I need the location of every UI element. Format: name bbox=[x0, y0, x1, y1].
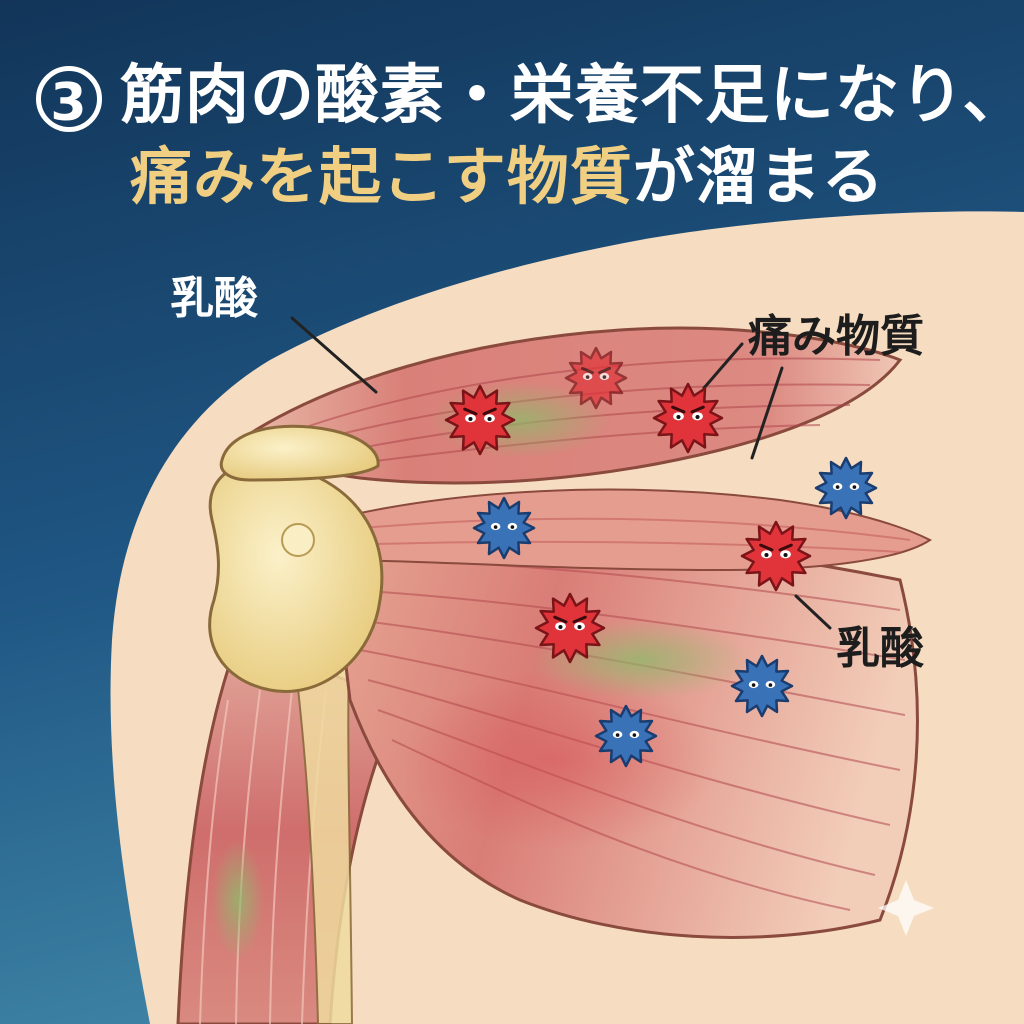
particle-angry-brow bbox=[759, 543, 774, 552]
pain-substance-particle bbox=[652, 382, 724, 454]
blue-spiky-lactic-acid-icon bbox=[814, 456, 878, 520]
leader-line-lactic-right bbox=[794, 594, 832, 630]
particle-pupil bbox=[695, 414, 700, 420]
leader-line-lactic-top bbox=[290, 316, 378, 394]
pain-substance-particle bbox=[444, 384, 516, 456]
particle-pupil bbox=[835, 485, 840, 489]
pain-substance-particle bbox=[534, 592, 606, 664]
particle-pupil bbox=[676, 414, 681, 420]
particle-angry-brow bbox=[598, 366, 611, 375]
particle-angry-brow bbox=[572, 615, 587, 624]
lactic-acid-particle bbox=[814, 456, 878, 520]
leader-lines bbox=[290, 316, 832, 630]
lactic-acid-particle bbox=[730, 654, 794, 718]
blue-spiky-lactic-acid-icon bbox=[730, 654, 794, 718]
acromion-bone bbox=[219, 424, 380, 482]
particle-pupil bbox=[468, 416, 473, 422]
particle-pupil bbox=[558, 624, 563, 630]
sparkle-icon bbox=[878, 880, 934, 936]
particle-angry-brow bbox=[553, 615, 568, 624]
particle-pupil bbox=[632, 733, 637, 737]
pain-substance-particle bbox=[740, 520, 812, 592]
particle-angry-brow bbox=[671, 405, 686, 414]
red-spiky-pain-substance-icon bbox=[444, 384, 516, 456]
middle-band-fibers bbox=[339, 517, 911, 553]
page-title: 3 筋肉の酸素・栄養不足になり、 痛みを起こす物質が溜まる bbox=[0, 0, 1024, 213]
particle-pupil bbox=[585, 375, 590, 379]
label-pain-substance: 痛み物質 bbox=[748, 311, 924, 362]
particle-pupil bbox=[615, 733, 620, 737]
red-spiky-pain-substance-icon bbox=[652, 382, 724, 454]
lactic-acid-particle bbox=[594, 704, 658, 768]
title-line-1-text: 筋肉の酸素・栄養不足になり、 bbox=[120, 59, 1024, 133]
humerus-bone bbox=[288, 618, 354, 1024]
particle-pupil bbox=[852, 485, 857, 489]
red-spiky-pain-substance-icon bbox=[564, 346, 628, 410]
particle-angry-brow bbox=[690, 405, 705, 414]
blue-spiky-lactic-acid-icon bbox=[594, 704, 658, 768]
lactic-acid-particle bbox=[472, 496, 536, 560]
red-spiky-pain-substance-icon bbox=[740, 520, 812, 592]
particle-pupil bbox=[577, 624, 582, 630]
title-line-2-rest: が溜まる bbox=[632, 140, 885, 213]
particle-angry-brow bbox=[581, 366, 594, 375]
particle-pupil bbox=[602, 375, 607, 379]
particle-pupil bbox=[751, 683, 756, 687]
bone-knob bbox=[281, 523, 315, 557]
leader-line-pain-1 bbox=[702, 342, 744, 390]
leader-line-pain-2 bbox=[750, 366, 784, 460]
step-number-badge: 3 bbox=[36, 66, 102, 133]
particle-pupil bbox=[493, 525, 498, 529]
particle-pupil bbox=[510, 525, 515, 529]
title-line-2: 痛みを起こす物質が溜まる bbox=[130, 126, 885, 216]
particle-angry-brow bbox=[778, 543, 793, 552]
title-line-1: 3 筋肉の酸素・栄養不足になり、 bbox=[36, 44, 1024, 136]
particle-angry-brow bbox=[463, 407, 478, 416]
label-lactic-acid-top: 乳酸 bbox=[170, 273, 258, 324]
red-spiky-pain-substance-icon bbox=[534, 592, 606, 664]
particle-pupil bbox=[764, 552, 769, 558]
particles-layer bbox=[444, 346, 878, 768]
red-inflammation-chest bbox=[400, 670, 720, 850]
particle-pupil bbox=[768, 683, 773, 687]
particle-pupil bbox=[783, 552, 788, 558]
particle-pupil bbox=[487, 416, 492, 422]
pain-substance-particle bbox=[564, 346, 628, 410]
green-inflammation-arm bbox=[212, 840, 264, 960]
particle-angry-brow bbox=[482, 407, 497, 416]
title-highlight-text: 痛みを起こす物質 bbox=[130, 140, 633, 213]
label-lactic-acid-right: 乳酸 bbox=[836, 623, 924, 674]
blue-spiky-lactic-acid-icon bbox=[472, 496, 536, 560]
